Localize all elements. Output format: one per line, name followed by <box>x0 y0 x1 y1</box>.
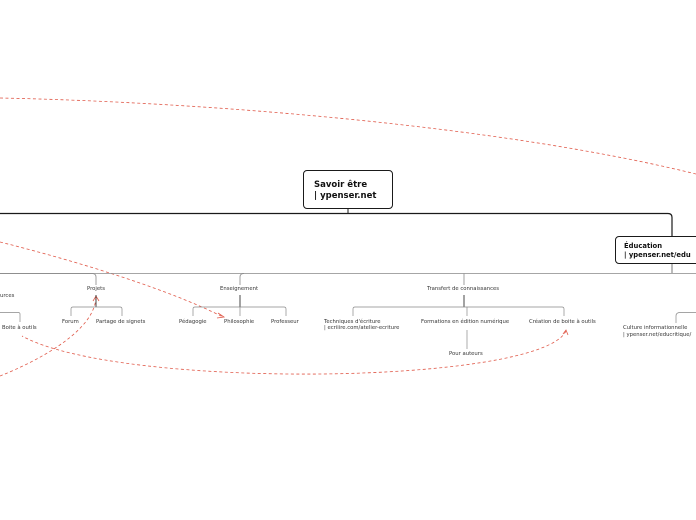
topic-enseignement[interactable]: Enseignement <box>220 286 259 292</box>
topic-professeur[interactable]: Professeur <box>271 319 299 325</box>
main-branch-bar <box>0 212 673 236</box>
education-title: Éducation <box>624 242 663 250</box>
relation-curve-top[interactable] <box>0 97 696 175</box>
relation-curve-projets[interactable] <box>0 295 97 377</box>
transfert-sub-bar <box>352 306 565 316</box>
topic-forum[interactable]: Forum <box>62 319 79 325</box>
relation-arrow-boite <box>562 329 569 336</box>
central-topic-link: | ypenser.net <box>314 191 377 201</box>
education-link: | ypenser.net/edu <box>624 251 691 259</box>
boite-tick <box>17 312 21 322</box>
central-topic-title: Savoir être <box>314 180 368 190</box>
projets-sub-bar <box>70 306 123 316</box>
topic-projets[interactable]: Projets <box>87 286 105 292</box>
topic-boite-a-outils[interactable]: Boite à outils <box>2 325 37 331</box>
topic-culture-informationnelle-link[interactable]: | ypenser.net/educritique/ <box>623 332 692 338</box>
topic-techniques-ecriture[interactable]: Techniques d'écriture <box>324 319 381 325</box>
enseignement-sub-bar <box>192 306 287 316</box>
relation-curve-boite[interactable] <box>21 330 567 375</box>
relation-arrow-philosophie <box>216 312 226 319</box>
topic-techniques-ecriture-link[interactable]: | ecriiire.com/atelier-ecriture <box>324 325 400 331</box>
topic-creation-boite-a-outils[interactable]: Création de boite à outils <box>529 319 596 325</box>
topic-pour-auteurs[interactable]: Pour auteurs <box>449 351 483 357</box>
topic-education[interactable]: Éducation | ypenser.net/edu <box>615 236 696 264</box>
relation-curve-philosophie[interactable] <box>0 241 224 318</box>
topic-transfert-de-connaissances[interactable]: Transfert de connaissances <box>427 286 500 292</box>
central-topic-savoir-etre[interactable]: Savoir être | ypenser.net <box>303 170 393 209</box>
topic-ressources-partial[interactable]: urces <box>0 293 15 299</box>
left-branch-projets <box>0 273 97 285</box>
topic-partage-de-signets[interactable]: Partage de signets <box>96 319 146 325</box>
enseignement-connector <box>239 273 245 285</box>
topic-formations-edition-numerique[interactable]: Formations en édition numérique <box>421 319 510 325</box>
topic-culture-informationnelle[interactable]: Culture informationnelle <box>623 325 688 331</box>
culture-connector <box>675 312 696 323</box>
topic-philosophie[interactable]: Philosophie <box>224 319 255 325</box>
topic-pedagogie[interactable]: Pédagogie <box>179 319 207 325</box>
